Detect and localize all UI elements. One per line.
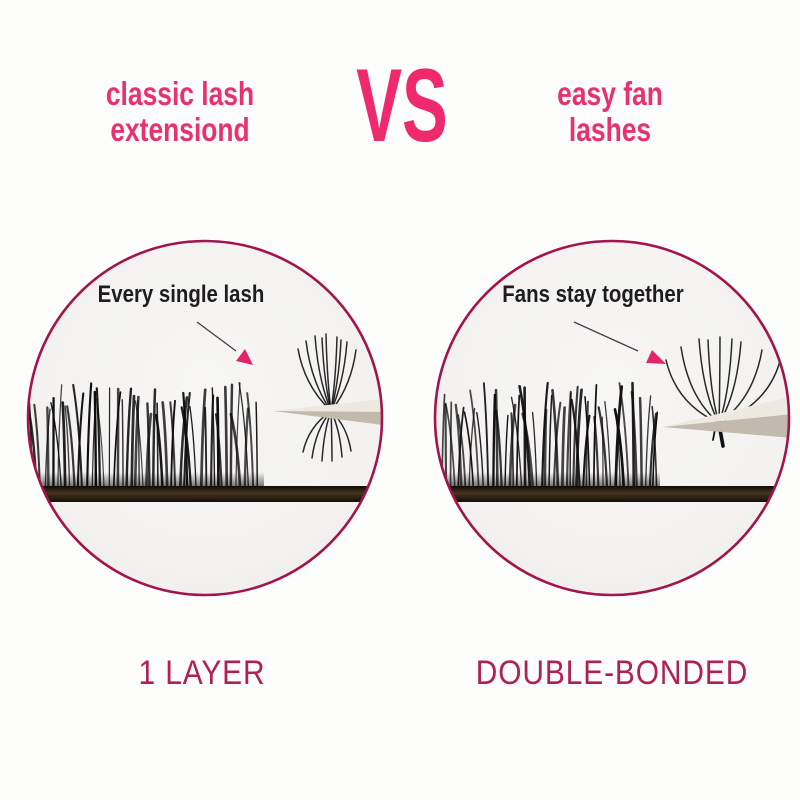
right-product-title: easy fan lashes [514,76,706,148]
lash-strip-bar [436,486,778,502]
tweezers-graphic [663,396,788,438]
lash-strip-bar [29,486,372,502]
left-circle-border [26,239,384,597]
right-circle-face [435,241,789,595]
right-callout-arrow-icon [573,321,666,364]
left-caption: 1 LAYER [138,654,266,692]
left-product-title: classic lash extensiond [84,76,276,148]
arrow-head [236,349,253,365]
arrow-shaft [573,321,639,352]
tweezer-lower-blade [273,411,381,426]
arrow-shaft [196,321,237,352]
left-callout-text: Every single lash [97,281,265,308]
left-title-line1: classic lash [105,75,255,112]
right-circle-border [433,239,791,597]
right-title-line2: lashes [568,111,652,148]
tweezer-upper-blade [273,398,381,412]
tweezer-lower-blade [663,414,788,438]
arrow-head [646,350,666,364]
tweezer-upper-blade [663,396,788,427]
vs-label: VS [356,48,448,164]
tweezers-graphic [273,398,381,426]
left-callout-arrow-icon [196,321,253,365]
right-callout-text: Fans stay together [502,281,684,308]
lash-strand [430,398,435,494]
right-circle-graphic [430,239,791,597]
left-title-line2: extensiond [110,111,250,148]
lash-strand [29,416,30,496]
right-caption: DOUBLE-BONDED [475,654,749,692]
left-circle-graphic [26,239,384,597]
right-title-line1: easy fan [557,75,663,112]
